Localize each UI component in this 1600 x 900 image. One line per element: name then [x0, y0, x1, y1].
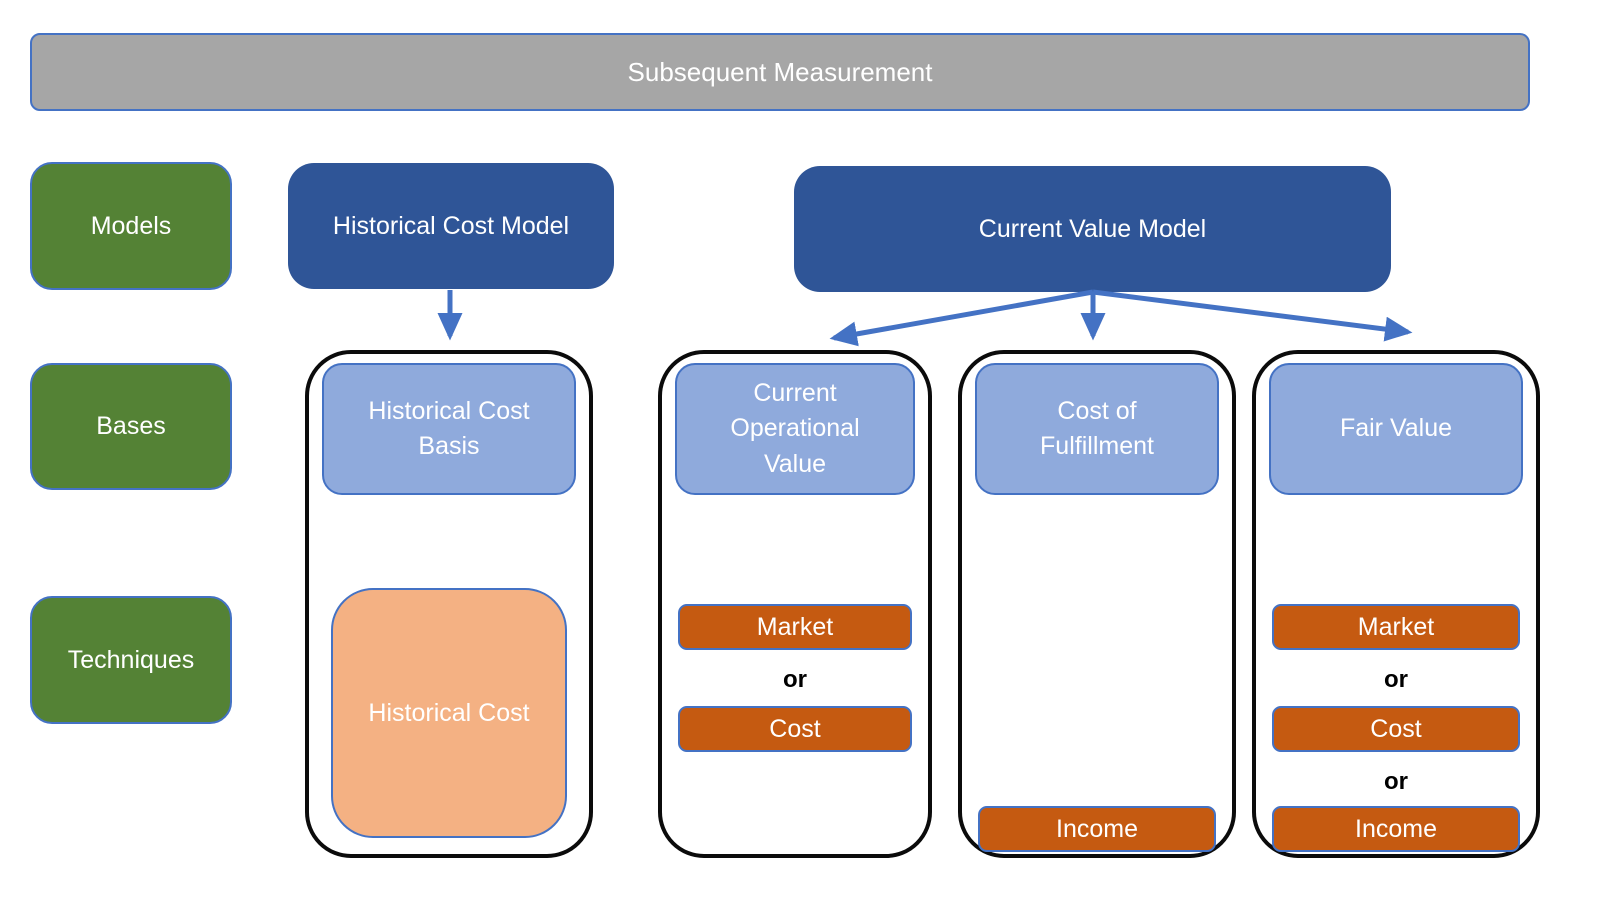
- model-current-value: Current Value Model: [794, 166, 1391, 292]
- technique-box-market: Market: [678, 604, 912, 650]
- row-label-bases: Bases: [30, 363, 232, 490]
- container-cost-of-fulfillment: Cost of Fulfillment Income: [958, 350, 1236, 858]
- technique-label-market: Market: [756, 612, 834, 641]
- basis-label-historical-cost-basis: Historical Cost Basis: [368, 396, 530, 461]
- title-bar-label: Subsequent Measurement: [627, 56, 933, 87]
- basis-label-current-operational-value: Current Operational Value: [730, 378, 860, 478]
- technique-label-cost: Cost: [769, 714, 821, 743]
- row-label-models-text: Models: [90, 211, 172, 240]
- basis-box-fair-value: Fair Value: [1269, 363, 1523, 495]
- technique-box-cost: Cost: [678, 706, 912, 752]
- container-historical-cost-basis: Historical Cost Basis Historical Cost: [305, 350, 593, 858]
- model-historical-cost: Historical Cost Model: [288, 163, 614, 289]
- or-separator: or: [1272, 762, 1520, 802]
- or-label: or: [783, 666, 807, 693]
- technique-box-income: Income: [1272, 806, 1520, 852]
- basis-label-fair-value: Fair Value: [1339, 414, 1453, 443]
- model-current-value-label: Current Value Model: [978, 214, 1207, 243]
- technique-label-historical-cost: Historical Cost: [368, 698, 530, 727]
- row-label-techniques: Techniques: [30, 596, 232, 724]
- or-separator: or: [1272, 660, 1520, 700]
- container-current-operational-value: Current Operational Value Market or Cost: [658, 350, 932, 858]
- row-label-bases-text: Bases: [96, 412, 166, 440]
- technique-box-cost: Cost: [1272, 706, 1520, 752]
- technique-box-historical-cost: Historical Cost: [331, 588, 567, 838]
- title-bar: Subsequent Measurement: [30, 33, 1530, 111]
- basis-box-current-operational-value: Current Operational Value: [675, 363, 915, 495]
- container-fair-value: Fair Value Market or Cost or Income: [1252, 350, 1540, 858]
- or-separator: or: [678, 660, 912, 700]
- technique-label-cost: Cost: [1370, 714, 1422, 743]
- arrow-cvm-to-current-operational-value: [829, 289, 1094, 347]
- technique-label-income: Income: [1355, 814, 1437, 843]
- basis-box-historical-cost-basis: Historical Cost Basis: [322, 363, 576, 495]
- technique-label-market: Market: [1357, 612, 1435, 641]
- or-label: or: [1384, 666, 1408, 693]
- technique-box-market: Market: [1272, 604, 1520, 650]
- arrow-cvm-to-fair-value: [1092, 289, 1413, 342]
- row-label-models: Models: [30, 162, 232, 290]
- technique-label-income: Income: [1056, 814, 1138, 843]
- basis-box-cost-of-fulfillment: Cost of Fulfillment: [975, 363, 1219, 495]
- row-label-techniques-text: Techniques: [67, 645, 195, 674]
- technique-box-income: Income: [978, 806, 1216, 852]
- model-historical-cost-label: Historical Cost Model: [332, 211, 570, 240]
- basis-label-cost-of-fulfillment: Cost of Fulfillment: [1040, 396, 1154, 461]
- or-label: or: [1384, 768, 1408, 795]
